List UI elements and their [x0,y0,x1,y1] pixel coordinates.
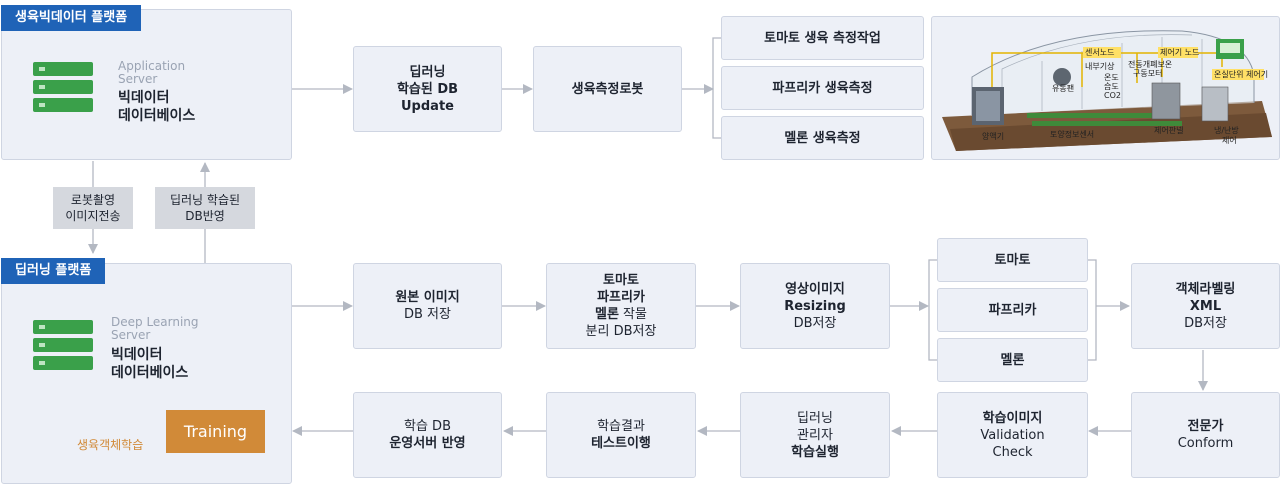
label-internal-weather: 내부기상 [1085,61,1115,71]
crop-tomato-box: 토마토 [937,238,1088,282]
label-nutrient-supplier: 양액기 [982,131,1004,141]
server-reflect-box: 학습 DB 운영서버 반영 [353,392,502,478]
label-co2: CO2 [1104,91,1121,100]
image-resizing-box: 영상이미지 Resizing DB저장 [740,263,890,349]
big-data-platform-tag: 생육빅데이터 플랫폼 [1,5,142,31]
training-button[interactable]: Training [166,410,265,453]
crop-separate-db-box: 토마토 파프리카 멜론 작물 분리 DB저장 [546,263,696,349]
server-icon [33,320,93,374]
growth-robot-box: 생육측정로봇 [533,46,682,132]
object-labeling-box: 객체라벨링 XML DB저장 [1131,263,1280,349]
manager-training-box: 딥러닝 관리자 학습실행 [740,392,890,478]
label-heating-cooling: 냉/난방 [1214,125,1239,135]
db-update-box: 딥러닝 학습된 DB Update [353,46,502,132]
label-humidity: 습도 [1104,82,1119,91]
expert-conform-box: 전문가 Conform [1131,392,1280,478]
task-melon-box: 멜론 생육측정 [721,116,924,160]
label-soil-sensor: 토양정보센서 [1050,129,1094,139]
task-paprika-box: 파프리카 생육측정 [721,66,924,110]
label-circulation-fan: 유동팬 [1052,84,1074,93]
test-result-box: 학습결과 테스트이행 [546,392,696,478]
label-sensor-node: 센서노드 [1085,47,1114,57]
crop-paprika-box: 파프리카 [937,288,1088,332]
big-data-db-title: 빅데이터 데이터베이스 [111,347,189,381]
label-control: 제어 [1222,135,1237,145]
label-temperature: 온도 [1104,73,1119,82]
label-controller-node: 제어기 노드 [1160,47,1199,57]
growth-object-learning-caption: 생육객체학습 [77,438,144,452]
task-tomato-box: 토마토 생육 측정작업 [721,16,924,60]
big-data-db-title: 빅데이터 데이터베이스 [118,90,196,124]
server-icon [33,62,93,116]
smart-greenhouse-illustration: 센서노드 제어기 노드 내부기상 온도 습도 CO2 전동개폐보온 구동모터 유… [931,16,1280,160]
label-motorized-vent: 전동개폐보온 [1128,59,1172,69]
application-server-label: Application Server [118,59,186,86]
deep-learning-platform-tag: 딥러닝 플랫폼 [1,258,106,284]
crop-melon-box: 멜론 [937,338,1088,382]
raw-image-db-box: 원본 이미지 DB 저장 [353,263,502,349]
deep-learning-server-label: Deep Learning Server [111,315,199,342]
validation-check-box: 학습이미지 Validation Check [937,392,1088,478]
label-drive-motor: 구동모터 [1133,69,1162,78]
label-greenhouse-controller: 온실단위 제어기 [1214,69,1268,79]
label-control-panel: 제어판넬 [1154,125,1183,135]
